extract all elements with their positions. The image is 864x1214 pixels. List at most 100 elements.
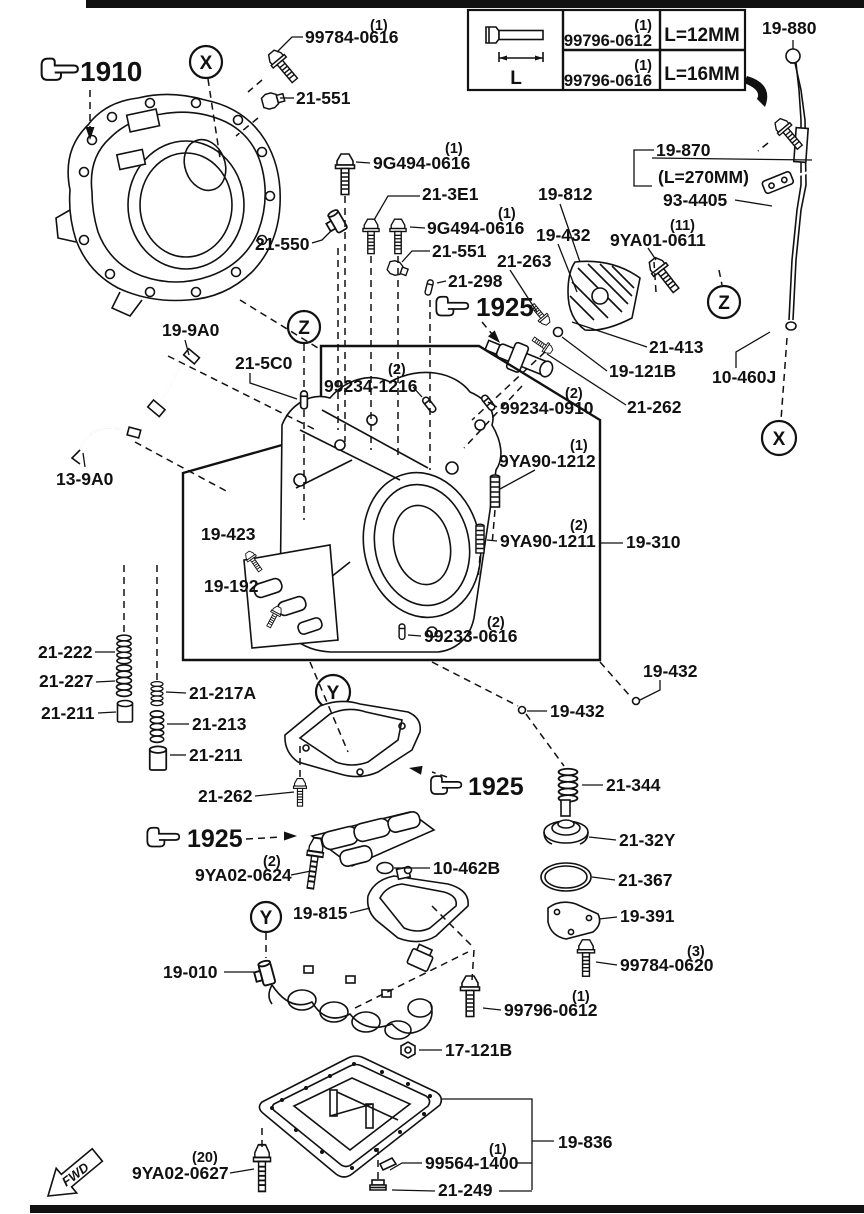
part-label-99796-0612: 99796-0612 bbox=[504, 1000, 598, 1020]
part-label-21-5c0: 21-5C0 bbox=[235, 353, 293, 373]
qty-9ya01-0611: (11) bbox=[670, 218, 695, 234]
part-label-21-213: 21-213 bbox=[192, 714, 247, 734]
pin-99233-0616-icon bbox=[398, 623, 406, 641]
part-label-21-298: 21-298 bbox=[448, 271, 503, 291]
bolt-99796-0612-icon bbox=[459, 975, 481, 1018]
part-label-19-432c: 19-432 bbox=[550, 701, 605, 721]
part-label-19-121b: 19-121B bbox=[609, 361, 676, 381]
part-label-19-9a0: 19-9A0 bbox=[162, 320, 220, 340]
part-label-21-262b: 21-262 bbox=[198, 786, 253, 806]
part-label-19-880: 19-880 bbox=[762, 18, 817, 38]
bolt-length-legend-table: L (1) 99796-0612 L=12MM (1) 99796-0616 L… bbox=[466, 8, 768, 107]
part-label-21-262a: 21-262 bbox=[627, 397, 682, 417]
part-label-19-310: 19-310 bbox=[626, 532, 681, 552]
oring-21-367-drawing bbox=[540, 862, 592, 892]
spring-21-222-icon bbox=[116, 634, 132, 665]
legend-pointer-swoosh bbox=[744, 76, 768, 107]
part-label-21-222: 21-222 bbox=[38, 642, 93, 662]
part-label-9ya02-0627: 9YA02-0627 bbox=[132, 1163, 229, 1183]
marker-y-low: Y bbox=[249, 900, 283, 958]
part-label-9g494a: 9G494-0616 bbox=[373, 153, 471, 173]
part-label-21-367: 21-367 bbox=[618, 870, 673, 890]
callout-1910: 1910 bbox=[40, 56, 142, 140]
hand-pointer-icon bbox=[146, 826, 181, 848]
spring-21-344-icon bbox=[557, 767, 579, 803]
legend-row1-qty: (1) bbox=[634, 18, 652, 34]
qty-99784-0620: (3) bbox=[687, 944, 705, 960]
part-label-21-551b: 21-551 bbox=[432, 241, 487, 261]
part-label-21-249: 21-249 bbox=[438, 1180, 493, 1200]
part-label-19-836: 19-836 bbox=[558, 1132, 613, 1152]
bolt-99784-0616-icon bbox=[264, 46, 303, 87]
part-label-19-423: 19-423 bbox=[201, 524, 256, 544]
marker-z-right: Z bbox=[706, 269, 742, 320]
marker-x-top-letter: X bbox=[200, 53, 213, 74]
oil-pipe-13-9a0-drawing bbox=[70, 426, 142, 465]
part-label-9ya90-1212: 9YA90-1212 bbox=[499, 451, 596, 471]
callout-1925-low: 1925 bbox=[146, 825, 297, 853]
qty-99234-1216: (2) bbox=[388, 362, 406, 378]
bolt-99784-0620-icon bbox=[576, 939, 596, 977]
qty-99784-0616: (1) bbox=[370, 18, 388, 34]
legend-row2-part: 99796-0616 bbox=[564, 72, 652, 90]
part-label-21-32y: 21-32Y bbox=[619, 830, 676, 850]
bolt-9g494a-icon bbox=[334, 153, 356, 196]
qty-99234-0910: (2) bbox=[565, 386, 583, 402]
accumulator-21-32y-drawing bbox=[543, 799, 589, 845]
part-label-17-121b: 17-121B bbox=[445, 1040, 512, 1060]
plug-21-551a-icon bbox=[259, 89, 287, 112]
oil-pipe-19-9a0-drawing bbox=[146, 347, 201, 418]
top-border-bar bbox=[86, 0, 864, 8]
spring-21-213-icon bbox=[149, 710, 165, 744]
upper-valve-body-drawing bbox=[284, 700, 422, 778]
qty-99796-0612: (1) bbox=[572, 989, 590, 1005]
part-label-99234-0910: 99234-0910 bbox=[500, 398, 594, 418]
part-label-21-344: 21-344 bbox=[606, 775, 661, 795]
oring-10-462b-icon bbox=[376, 861, 394, 875]
callout-1925-mid-label: 1925 bbox=[468, 773, 524, 801]
hand-pointer-icon bbox=[435, 295, 470, 317]
marker-z-left-letter: Z bbox=[298, 318, 310, 339]
part-label-21-211b: 21-211 bbox=[189, 745, 243, 765]
pin-21-5c0-icon bbox=[299, 390, 309, 410]
nut-17-121b-icon bbox=[400, 1041, 416, 1059]
qty-99564-1400: (1) bbox=[489, 1142, 507, 1158]
part-label-21-263: 21-263 bbox=[497, 251, 552, 271]
part-label-19-010: 19-010 bbox=[163, 962, 218, 982]
part-label-10-462b: 10-462B bbox=[433, 858, 500, 878]
part-label-21-550: 21-550 bbox=[255, 234, 310, 254]
fwd-direction-arrow: FWD bbox=[46, 1147, 104, 1197]
lower-valve-body-drawing bbox=[310, 811, 436, 867]
part-label-10-460j: 10-460J bbox=[712, 367, 776, 387]
legend-row1-length: L=12MM bbox=[664, 25, 740, 46]
part-label-19-432a: 19-432 bbox=[536, 225, 591, 245]
spring-21-227-icon bbox=[115, 664, 133, 698]
part-label-19-870: 19-870 bbox=[656, 140, 711, 160]
part-label-19-815: 19-815 bbox=[293, 903, 348, 923]
gasket-99564-1400-icon bbox=[378, 1156, 398, 1172]
leader-lines bbox=[82, 36, 813, 1192]
seal-19-432c-icon bbox=[517, 705, 527, 715]
shift-lever-cluster-drawing bbox=[483, 260, 641, 378]
part-label-19-432b: 19-432 bbox=[643, 661, 698, 681]
part-label-99233-0616: 99233-0616 bbox=[424, 626, 518, 646]
bolt-21-262b-icon bbox=[292, 778, 308, 807]
bolt-9ya02-0627-icon bbox=[252, 1143, 272, 1193]
qty-9g494b: (1) bbox=[498, 206, 516, 222]
callout-1925-low-label: 1925 bbox=[187, 825, 243, 853]
qty-9ya02-0627: (20) bbox=[192, 1150, 218, 1166]
part-label-13-9a0: 13-9A0 bbox=[56, 469, 114, 489]
bolt-21-3e1-icon bbox=[362, 218, 380, 255]
spring-21-217a-icon bbox=[150, 680, 164, 707]
marker-z-right-letter: Z bbox=[718, 293, 730, 314]
part-label-9ya90-1211: 9YA90-1211 bbox=[500, 531, 596, 551]
hand-pointer-icon bbox=[430, 775, 463, 795]
bolt-9g494b-icon bbox=[389, 218, 407, 255]
seal-19-432b-icon bbox=[631, 696, 641, 706]
cover-19-391-drawing bbox=[547, 901, 601, 940]
oil-strainer-19-815-drawing bbox=[366, 865, 469, 943]
hand-pointer-icon bbox=[40, 57, 79, 81]
part-label-19-812: 19-812 bbox=[538, 184, 593, 204]
bell-housing-drawing bbox=[55, 93, 282, 317]
part-label-9ya01-0611: 9YA01-0611 bbox=[610, 230, 706, 250]
